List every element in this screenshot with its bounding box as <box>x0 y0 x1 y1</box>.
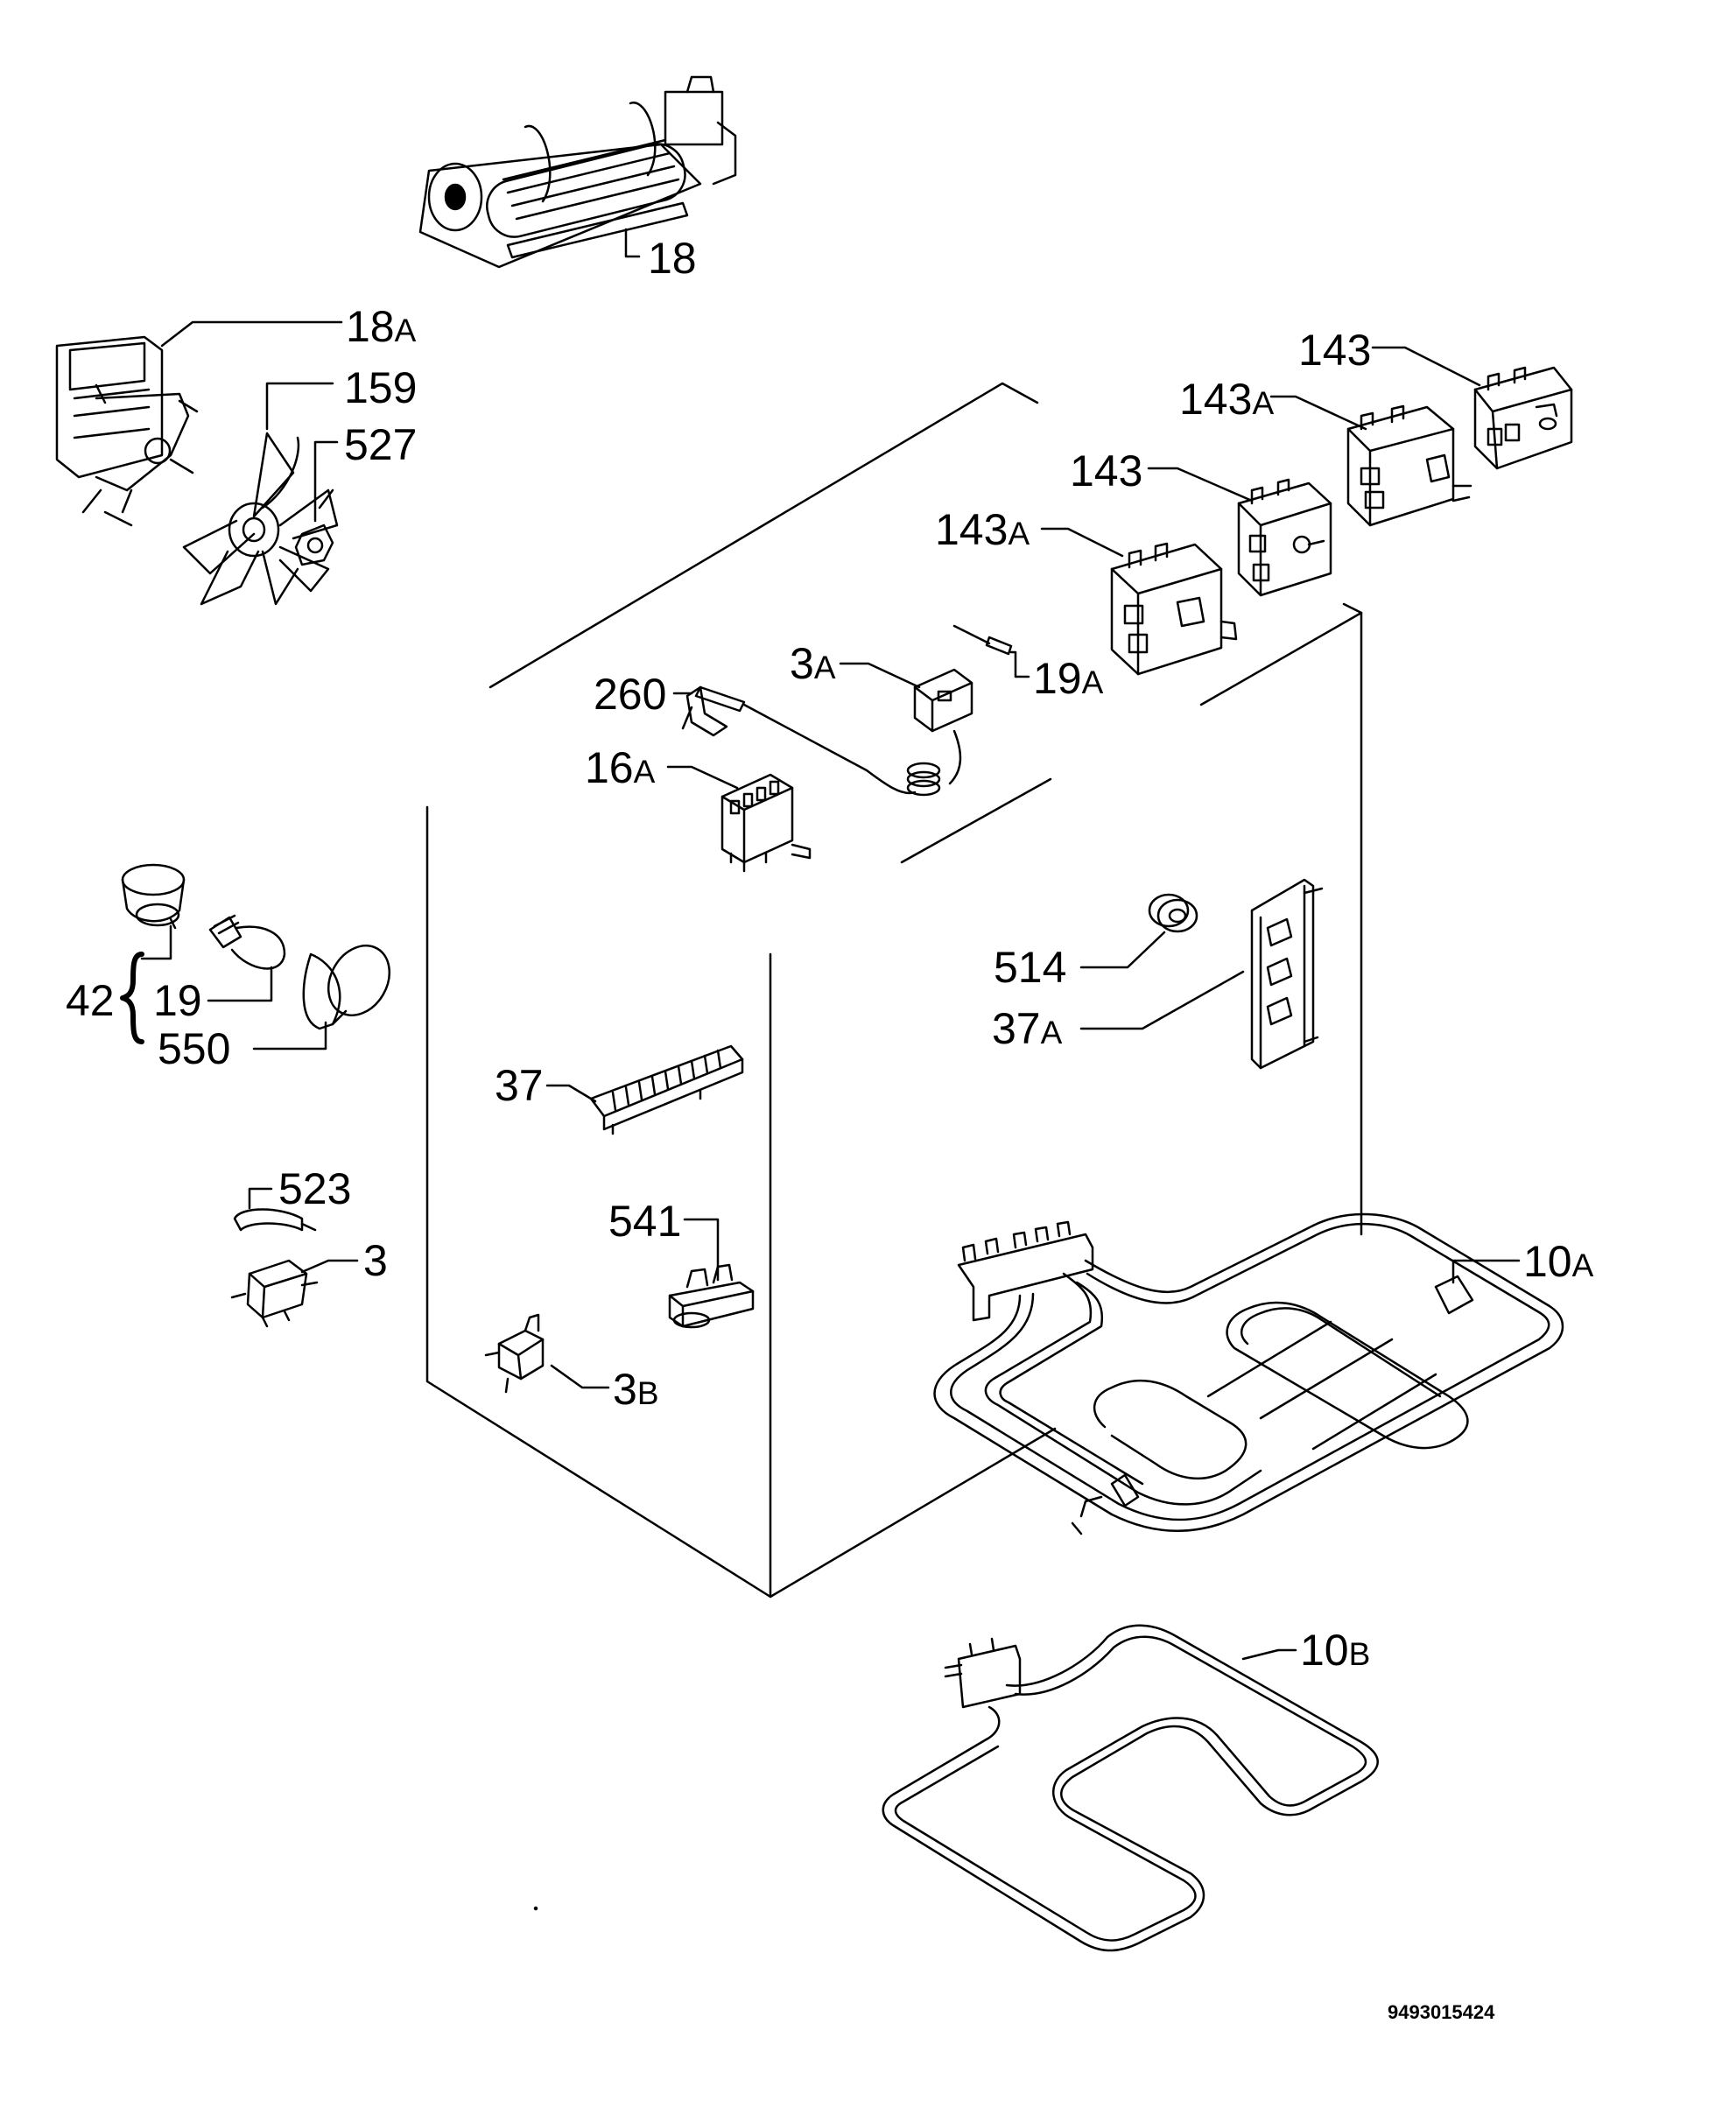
leader-19a <box>1011 652 1029 677</box>
label-37: 37 <box>495 1061 544 1110</box>
label-260: 260 <box>594 670 667 719</box>
leader-3b <box>552 1366 608 1388</box>
switch-part-143-mid <box>1239 480 1331 595</box>
terminal-block-part-37a <box>1252 880 1322 1068</box>
leader-37a <box>1081 972 1243 1029</box>
label-143a-top: 143A <box>1179 375 1275 424</box>
leader-3a <box>840 664 919 687</box>
leader-143a-top <box>1271 397 1366 429</box>
label-550: 550 <box>158 1024 231 1073</box>
label-19a: 19A <box>1033 654 1104 703</box>
label-3b: 3B <box>613 1365 659 1414</box>
leader-527 <box>315 442 337 521</box>
thermostat-part-3a <box>696 670 972 795</box>
leader-3 <box>302 1261 357 1272</box>
label-3a: 3A <box>790 639 836 688</box>
label-143a-mid: 143A <box>935 505 1030 554</box>
label-18a: 18A <box>346 302 417 351</box>
label-16a: 16A <box>585 743 656 792</box>
document-number: 9493015424 <box>1388 2001 1495 2023</box>
leader-16a <box>668 767 737 788</box>
leader-143-top <box>1373 348 1479 385</box>
switch-part-143-top <box>1475 368 1571 468</box>
label-143-top: 143 <box>1298 326 1372 375</box>
brace-42 <box>123 954 142 1042</box>
fan-motor-part-18a <box>57 337 197 525</box>
label-514: 514 <box>994 943 1067 992</box>
selector-switch-part-16a <box>722 775 810 871</box>
leader-514 <box>1081 932 1164 967</box>
leader-523 <box>250 1189 271 1208</box>
label-10a: 10A <box>1523 1237 1594 1286</box>
switch-part-143a-mid <box>1112 544 1236 674</box>
stray-dot <box>535 1908 537 1909</box>
label-19: 19 <box>153 976 202 1025</box>
leader-42-holder <box>142 926 171 959</box>
leader-10b <box>1243 1650 1296 1659</box>
lamp-cover-part-550 <box>304 935 402 1029</box>
leader-143a-mid <box>1042 529 1122 556</box>
upper-heating-element-part-10a <box>935 1214 1564 1534</box>
leader-159 <box>267 383 333 429</box>
sensor-part-19a <box>954 626 1011 654</box>
leader-18a <box>162 322 341 346</box>
cutout-part-3b <box>486 1315 543 1392</box>
fan-nut-part-527 <box>296 490 333 565</box>
leader-143-mid <box>1149 468 1252 501</box>
label-18: 18 <box>648 234 697 283</box>
leader-541 <box>685 1219 718 1280</box>
leader-37 <box>547 1086 595 1101</box>
label-3: 3 <box>363 1236 388 1285</box>
label-159: 159 <box>344 363 418 412</box>
oven-cavity-outline <box>427 383 1361 1597</box>
probe-holder-part-260 <box>683 687 727 735</box>
label-523: 523 <box>278 1164 352 1213</box>
connector-part-541 <box>670 1265 753 1327</box>
label-37a: 37A <box>992 1004 1063 1053</box>
label-143-mid: 143 <box>1070 446 1143 495</box>
leader-550 <box>254 1022 326 1049</box>
terminal-block-part-37 <box>591 1046 742 1134</box>
label-10b: 10B <box>1300 1626 1371 1675</box>
clip-part-523 <box>235 1210 315 1231</box>
label-541: 541 <box>608 1197 682 1246</box>
leader-18 <box>626 229 639 256</box>
fan-blade-part-159 <box>184 433 337 604</box>
grommet-part-514 <box>1149 895 1197 931</box>
leader-10a <box>1453 1261 1519 1282</box>
label-527: 527 <box>344 420 418 469</box>
tangential-fan-part-18 <box>420 77 735 267</box>
lamp-bulb-part-19 <box>210 916 285 968</box>
thermostat-part-3 <box>232 1261 317 1326</box>
lamp-holder-part-42 <box>123 865 184 928</box>
label-42: 42 <box>66 976 115 1025</box>
switch-part-143a-top <box>1348 406 1471 525</box>
lower-heating-element-part-10b <box>883 1626 1378 1950</box>
leader-19 <box>208 967 271 1001</box>
